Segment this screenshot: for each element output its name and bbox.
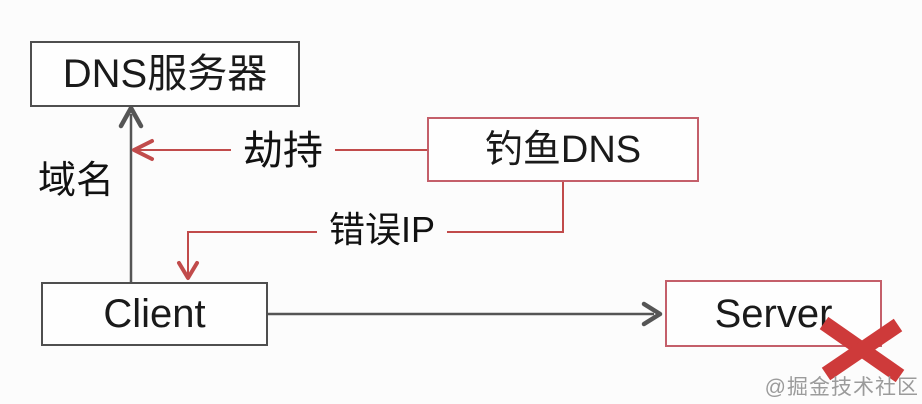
arrowhead-right-icon: [641, 301, 663, 327]
node-dns-server-label: DNS服务器: [62, 52, 268, 96]
edge-label-hijack: 劫持: [231, 131, 335, 171]
node-phishing-dns: 钓鱼DNS: [427, 117, 699, 182]
cross-stroke-2: [821, 318, 903, 381]
arrowhead-up-icon: [118, 105, 144, 129]
watermark: @掘金技术社区: [764, 376, 919, 399]
arrowhead-down-icon: [177, 261, 199, 280]
arrowhead-left-icon: [132, 139, 154, 161]
edge-label-domain: 域名: [38, 160, 115, 202]
node-client: Client: [41, 282, 268, 346]
node-server: Server: [665, 280, 882, 347]
node-server-label: Server: [714, 291, 833, 336]
node-phishing-dns-label: 钓鱼DNS: [484, 128, 642, 171]
node-client-label: Client: [103, 292, 206, 336]
node-dns-server: DNS服务器: [30, 41, 300, 107]
edge-label-wrong-ip: 错误IP: [316, 212, 448, 248]
blocked-cross-icon: [819, 316, 905, 383]
